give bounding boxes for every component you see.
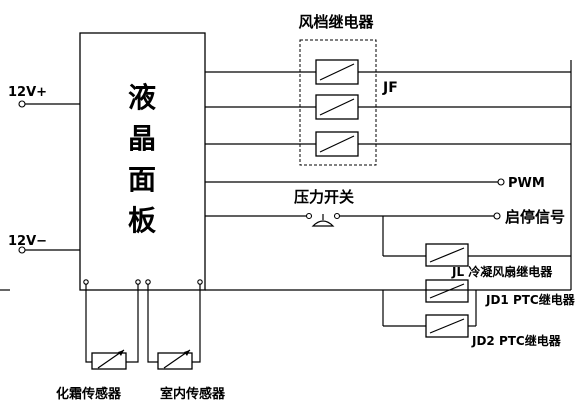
panel-char-1: 液 <box>128 81 156 114</box>
terminal-pwm <box>497 178 505 186</box>
jd2-relay-label: JD2 PTC继电器 <box>471 333 562 348</box>
defrost-sensor <box>91 352 127 370</box>
terminal-12v-plus <box>18 100 26 108</box>
pressure-switch-label: 压力开关 <box>294 188 354 206</box>
terminal-12v-minus <box>18 246 26 254</box>
jl-relay <box>425 243 469 267</box>
fan-relay-group <box>299 39 377 166</box>
indoor-sensor <box>157 352 193 370</box>
jd1-relay-label: JD1 PTC继电器 <box>485 292 576 307</box>
sensor-terminal-2 <box>135 279 141 285</box>
terminal-start-stop <box>493 212 501 220</box>
wire-defrost-sensor-return <box>126 284 139 363</box>
panel-char-4: 板 <box>128 204 156 237</box>
jd1-relay-diag <box>429 283 465 299</box>
fan-relay-3-diag <box>319 135 355 153</box>
label-12v-minus: 12V− <box>8 234 47 249</box>
panel-char-2: 晶 <box>128 122 156 155</box>
pressure-switch-actuator <box>311 220 335 227</box>
pressure-switch-contact-left <box>305 212 313 220</box>
jl-relay-diag <box>429 247 465 263</box>
pwm-label: PWM <box>508 176 545 191</box>
pressure-switch-contact-right <box>333 212 341 220</box>
label-12v-plus: 12V+ <box>8 85 47 100</box>
defrost-sensor-arrowhead <box>118 350 124 356</box>
jl-relay-label: JL 冷凝风扇继电器 <box>451 264 553 279</box>
fan-relay-2-diag <box>319 98 355 116</box>
fan-relay-title: 风档继电器 <box>298 13 374 31</box>
sensor-terminal-1 <box>83 279 89 285</box>
indoor-sensor-label: 室内传感器 <box>160 386 226 402</box>
jd1-relay <box>425 279 469 303</box>
wire-defrost-sensor <box>85 284 92 363</box>
sensor-terminal-4 <box>197 279 203 285</box>
indoor-sensor-arrowhead <box>184 350 190 356</box>
jd2-relay-diag <box>429 318 465 334</box>
wire-indoor-sensor-return <box>192 284 201 363</box>
jf-label: JF <box>382 80 398 96</box>
lcd-panel-box <box>79 32 206 291</box>
defrost-sensor-label: 化霜传感器 <box>56 386 122 402</box>
fan-relay-1-diag <box>319 63 355 81</box>
wire-indoor-sensor <box>147 284 158 363</box>
start-stop-label: 启停信号 <box>505 208 565 226</box>
sensor-terminal-3 <box>145 279 151 285</box>
panel-char-3: 面 <box>128 163 156 196</box>
